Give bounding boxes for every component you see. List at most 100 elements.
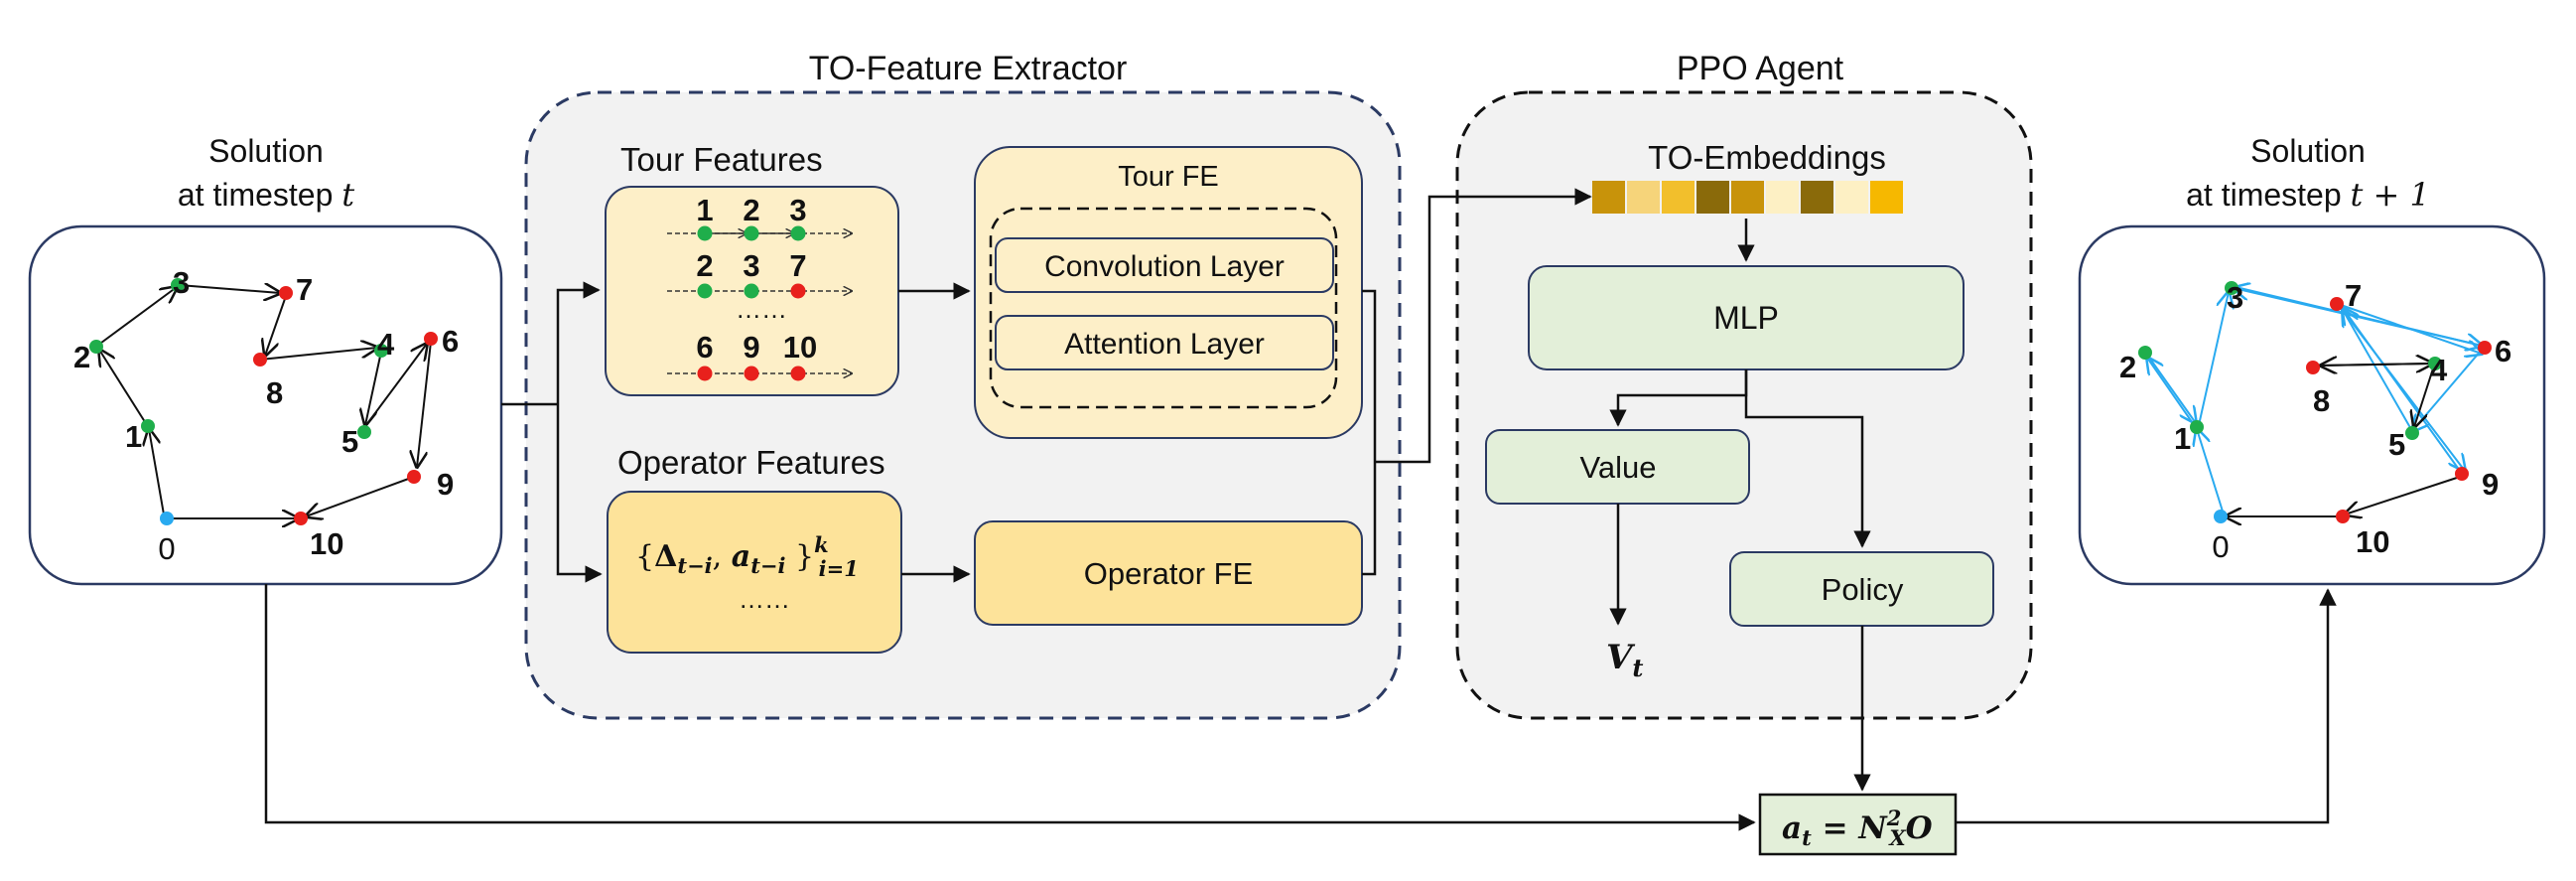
right-node-9 (2455, 467, 2469, 481)
right-node-0 (2214, 510, 2228, 523)
tour-row-1-node (744, 225, 759, 241)
right-tour-nodes (2138, 281, 2492, 523)
right-node-6 (2478, 341, 2492, 355)
right-node-1 (2190, 420, 2204, 434)
convolution-layer-label: Convolution Layer (1044, 250, 1285, 283)
tour-features-label: Tour Features (620, 141, 823, 178)
tour-row-3-label: 10 (783, 330, 817, 365)
embedding-cell (1696, 181, 1729, 214)
action-to-next-solution-arrow (1956, 588, 2337, 824)
edge-4-5 (365, 351, 382, 425)
node-7 (279, 286, 293, 300)
left-tour-nodes (89, 278, 438, 525)
operator-features-box (607, 491, 902, 654)
tour-row-2: 2 3 7 (667, 248, 852, 299)
to-embeddings-label: TO-Embeddings (1648, 139, 1886, 176)
policy-label: Policy (1822, 572, 1904, 607)
right-solution: Solution at timestep t + 1 (2078, 133, 2546, 586)
operator-features-ellipsis: …… (739, 584, 790, 614)
node-label-6: 6 (442, 324, 459, 359)
node-label-3: 3 (173, 265, 190, 300)
embedding-cell (1870, 181, 1903, 214)
node-6 (424, 332, 438, 346)
left-tour-edges (96, 285, 432, 518)
embedding-cell (1766, 181, 1799, 214)
tour-row-1-label: 1 (696, 193, 713, 227)
embedding-cell (1662, 181, 1695, 214)
right-tour-edges (2147, 286, 2482, 516)
tour-rows-ellipsis: …… (736, 294, 787, 324)
right-solution-title-line2: at timestep t + 1 (2186, 176, 2430, 214)
right-node-label-6: 6 (2495, 334, 2511, 368)
ppo-agent: PPO Agent TO-Embeddings MLP Value Policy… (1455, 50, 2033, 792)
mlp-to-policy-arrow (1744, 369, 1871, 548)
fe-merge-bracket (1362, 289, 1377, 576)
embedding-cell (1592, 181, 1625, 214)
convolution-layer-box (995, 237, 1334, 293)
node-10 (294, 512, 308, 525)
embedding-cell (1627, 181, 1660, 214)
mlp-label: MLP (1713, 300, 1779, 336)
embedding-vector (1592, 181, 1903, 214)
value-label: Value (1580, 450, 1657, 485)
edge-9-10 (306, 476, 415, 516)
tour-fe-title: Tour FE (1118, 161, 1219, 193)
tour-row-2-node (697, 283, 713, 299)
embedding-cell (1801, 181, 1833, 214)
feature-extractor: TO-Feature Extractor Tour Features 1 2 3 (524, 50, 1402, 720)
left-tour-labels: 0 1 2 3 4 5 6 7 8 9 10 (73, 265, 459, 566)
node-label-1: 1 (125, 419, 142, 454)
edge-1-2 (99, 350, 148, 426)
edge-3-7 (178, 285, 280, 293)
right-node-3 (2225, 281, 2238, 295)
tour-row-1: 1 2 3 (667, 193, 852, 241)
tour-row-1-label: 2 (743, 193, 759, 227)
to-operator-features-arrow (556, 404, 603, 583)
embedding-cell (1835, 181, 1868, 214)
solution-to-action-arrow (264, 584, 1756, 831)
edge-0-1 (149, 429, 165, 515)
to-tour-features-arrow (556, 281, 601, 404)
right-node-label-9: 9 (2482, 467, 2499, 502)
node-label-2: 2 (73, 340, 90, 374)
tour-row-2-node (744, 283, 759, 299)
node-1 (141, 419, 155, 433)
value-output: Vt (1606, 638, 1643, 682)
right-node-label-5: 5 (2388, 427, 2405, 462)
left-solution-title-line2: at timestep t (178, 176, 354, 214)
operator-fe-label: Operator FE (1084, 556, 1254, 591)
right-node-label-8: 8 (2313, 383, 2330, 418)
action-box (1758, 793, 1958, 856)
node-0 (160, 512, 174, 525)
left-solution: Solution at timestep t (28, 133, 503, 586)
edge-6-9 (417, 341, 432, 467)
right-solution-panel (2078, 224, 2546, 586)
tour-row-1-label: 3 (789, 193, 806, 227)
tour-row-3-node (790, 366, 806, 381)
right-node-7 (2330, 297, 2344, 311)
tour-feature-rows: 1 2 3 2 3 7 …… 6 9 10 (667, 193, 852, 381)
right-node-4 (2428, 357, 2442, 370)
edge-7-8 (265, 295, 287, 356)
edge-8-4 (259, 348, 377, 361)
node-label-0: 0 (158, 531, 175, 566)
tour-row-2-label: 2 (696, 248, 713, 283)
tour-row-2-label: 3 (743, 248, 759, 283)
node-5 (357, 425, 371, 439)
tour-row-1-node (790, 225, 806, 241)
node-label-10: 10 (310, 526, 343, 561)
node-label-9: 9 (437, 467, 454, 502)
right-node-label-3: 3 (2227, 280, 2243, 315)
right-node-label-7: 7 (2345, 278, 2362, 313)
node-label-4: 4 (377, 327, 395, 362)
node-8 (253, 353, 267, 367)
connectors (264, 188, 2337, 831)
right-node-5 (2405, 426, 2419, 440)
node-9 (407, 470, 421, 484)
tour-row-3-label: 9 (743, 330, 759, 365)
tour-row-2-node (790, 283, 806, 299)
operator-features-label: Operator Features (617, 444, 885, 481)
